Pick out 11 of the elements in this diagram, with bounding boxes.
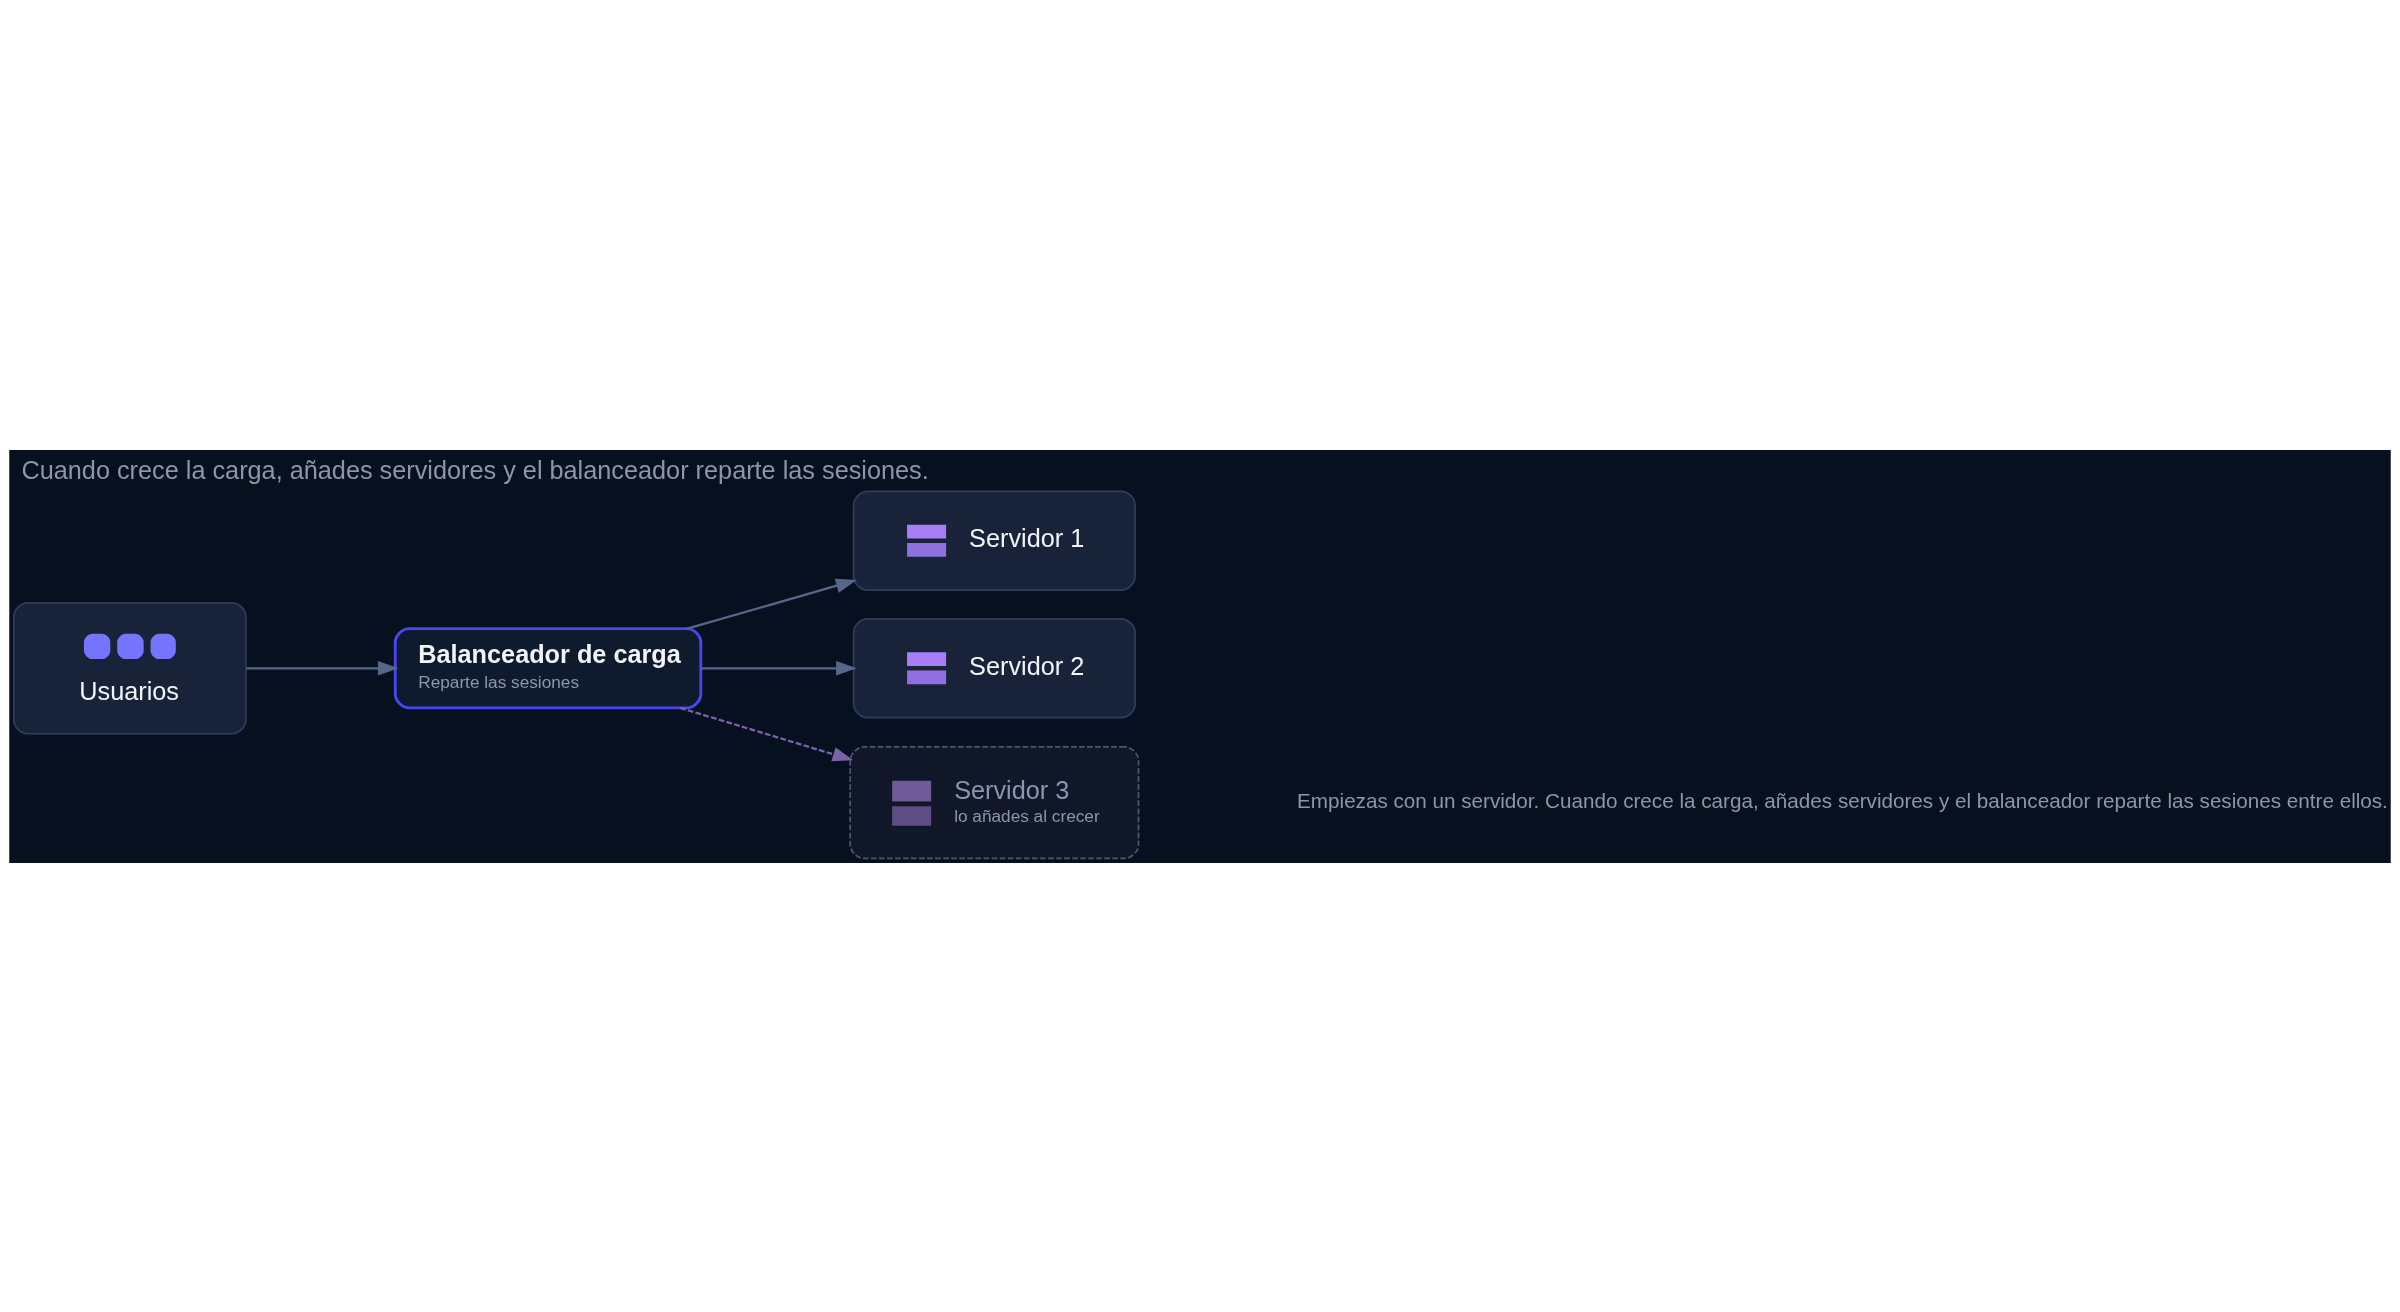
node-box: Servidor 3 lo añades al crecer — [849, 745, 1140, 859]
arrow — [679, 706, 854, 761]
node-box: Balanceador de carga Reparte las sesiones — [393, 626, 703, 709]
node-box: Usuarios — [13, 601, 247, 735]
caption: Empiezas con un servidor. Cuando crece la carga, añades servidores y el balanceador reparte las sesiones entre ellos. — [1297, 788, 2388, 812]
arrow — [246, 660, 399, 675]
node-box: Servidor 1 — [852, 490, 1136, 591]
node-box: Servidor 2 — [852, 617, 1136, 719]
arrow — [686, 578, 857, 630]
diagram-title: Cuando crece la carga, añades servidores y el balanceador reparte las sesiones. — [21, 455, 929, 484]
arrow — [701, 660, 857, 676]
